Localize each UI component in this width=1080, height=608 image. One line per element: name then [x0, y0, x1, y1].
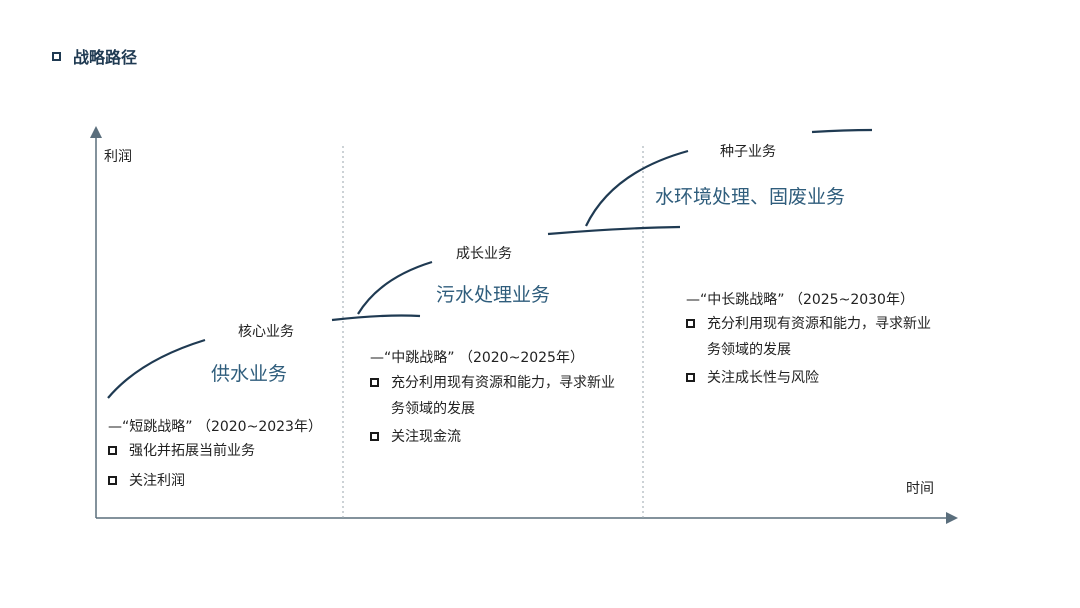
growth-curve-3-tail: [811, 128, 873, 134]
stage-1-points: 强化并拓展当前业务 关注利润: [108, 438, 255, 494]
business-name-water-supply: 供水业务: [211, 363, 288, 385]
y-axis-label: 利润: [104, 149, 132, 165]
strategy-mid-long-jump: —“中长跳战略” （2025~2030年）: [686, 292, 914, 308]
page-title: 战略路径: [73, 48, 138, 67]
stage-3-points: 充分利用现有资源和能力，寻求新业务领域的发展 关注成长性与风险: [686, 311, 946, 391]
stage-label-core: 核心业务: [238, 324, 294, 340]
section-title: 战略路径: [52, 44, 137, 68]
stage-2-points: 充分利用现有资源和能力，寻求新业务领域的发展 关注现金流: [370, 370, 630, 450]
growth-curve-3: [585, 149, 689, 227]
growth-curve-1: [107, 338, 206, 399]
business-name-sewage: 污水处理业务: [436, 284, 551, 306]
x-axis-label: 时间: [906, 481, 934, 497]
square-bullet-icon: [686, 373, 695, 382]
growth-curve-2: [357, 260, 433, 315]
business-name-env-waste: 水环境处理、固废业务: [655, 186, 846, 208]
list-item: 关注现金流: [370, 424, 630, 450]
square-bullet-icon: [52, 51, 61, 61]
square-bullet-icon: [370, 432, 379, 441]
list-item: 关注成长性与风险: [686, 365, 946, 391]
list-item: 充分利用现有资源和能力，寻求新业务领域的发展: [370, 370, 630, 422]
square-bullet-icon: [108, 446, 117, 455]
square-bullet-icon: [108, 476, 117, 485]
strategy-mid-jump: —“中跳战略” （2020~2025年）: [370, 350, 584, 366]
stage-label-growth: 成长业务: [456, 246, 512, 262]
list-item: 强化并拓展当前业务: [108, 438, 255, 464]
stage-label-seed: 种子业务: [720, 144, 776, 160]
square-bullet-icon: [370, 378, 379, 387]
list-item: 关注利润: [108, 468, 255, 494]
square-bullet-icon: [686, 319, 695, 328]
list-item: 充分利用现有资源和能力，寻求新业务领域的发展: [686, 311, 946, 363]
strategy-short-jump: —“短跳战略” （2020~2023年）: [108, 419, 322, 435]
growth-curve-1-tail: [331, 314, 421, 322]
growth-curve-2-tail: [547, 225, 681, 236]
